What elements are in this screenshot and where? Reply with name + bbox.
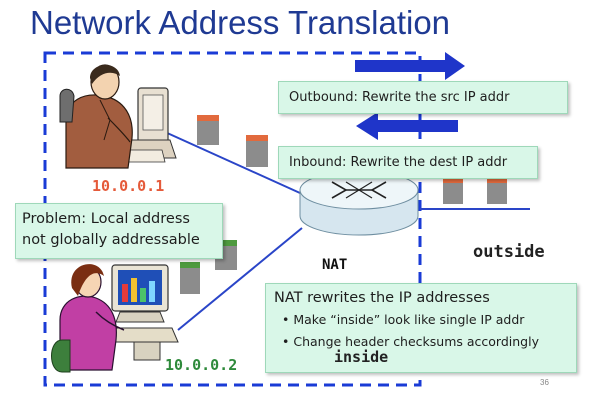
nat-label: NAT xyxy=(322,257,348,273)
man-at-computer-icon xyxy=(59,64,177,169)
nat-bullet-item: • Change header checksums accordingly xyxy=(282,334,539,349)
page-title: Network Address Translation xyxy=(30,4,451,41)
inbound-callout: Inbound: Rewrite the dest IP addr xyxy=(278,146,538,179)
outbound-callout: Outbound: Rewrite the src IP addr xyxy=(278,81,568,114)
link-host1-router xyxy=(164,131,301,194)
packet-outbound-1 xyxy=(197,115,219,145)
host-2-ip-label: 10.0.0.2 xyxy=(165,356,238,374)
outbound-arrow xyxy=(355,52,465,80)
packet-inbound-2 xyxy=(487,178,507,204)
router-icon xyxy=(299,170,419,236)
packet-outbound-2 xyxy=(246,135,268,167)
woman-at-computer-icon xyxy=(51,264,179,373)
link-host2-router xyxy=(177,227,303,331)
nat-explanation-heading: NAT rewrites the IP addresses xyxy=(274,290,490,306)
problem-callout: Problem: Local address not globally addr… xyxy=(15,203,223,259)
inside-label: inside xyxy=(334,348,389,366)
inbound-arrow xyxy=(356,112,458,140)
nat-bullet-item: • Make “inside” look like single IP addr xyxy=(282,312,525,327)
packet-inbound-1 xyxy=(443,178,463,204)
host-1-ip-label: 10.0.0.1 xyxy=(92,177,165,195)
nat-explanation-callout: NAT rewrites the IP addresses • Make “in… xyxy=(265,283,577,373)
outside-label: outside xyxy=(473,242,545,262)
page-number: 36 xyxy=(540,378,549,387)
packet-host2-1 xyxy=(180,262,200,294)
